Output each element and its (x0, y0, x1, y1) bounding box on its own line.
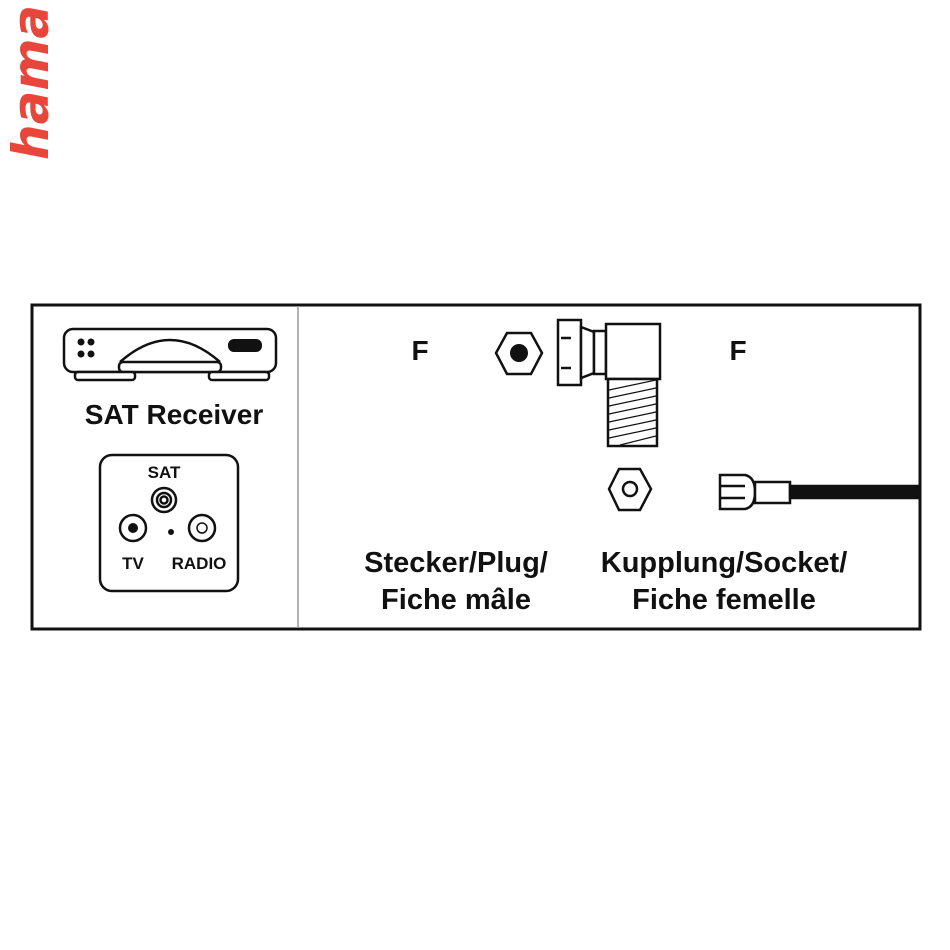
sat-receiver-icon (62, 327, 278, 382)
socket-type-label: F (729, 335, 746, 366)
diagram-frame (30, 303, 922, 631)
plug-caption-line1: Stecker/Plug/ (364, 547, 548, 579)
socket-caption-line2: Fiche femelle (632, 584, 816, 616)
plug-hex-icon (494, 331, 544, 376)
socket-hex-icon (607, 467, 653, 512)
plug-type-label: F (411, 335, 428, 366)
plug-caption-line2: Fiche mâle (381, 584, 531, 616)
wall-socket-icon (98, 453, 240, 593)
receiver-title: SAT Receiver (85, 399, 264, 430)
socket-tv-label: TV (122, 554, 144, 573)
hama-logo: hama (2, 5, 60, 160)
angled-f-plug-icon (556, 318, 662, 448)
socket-sat-label: SAT (148, 463, 181, 482)
socket-caption-line1: Kupplung/Socket/ (601, 547, 848, 579)
cable-f-connector-icon (718, 473, 922, 511)
socket-radio-label: RADIO (172, 554, 227, 573)
